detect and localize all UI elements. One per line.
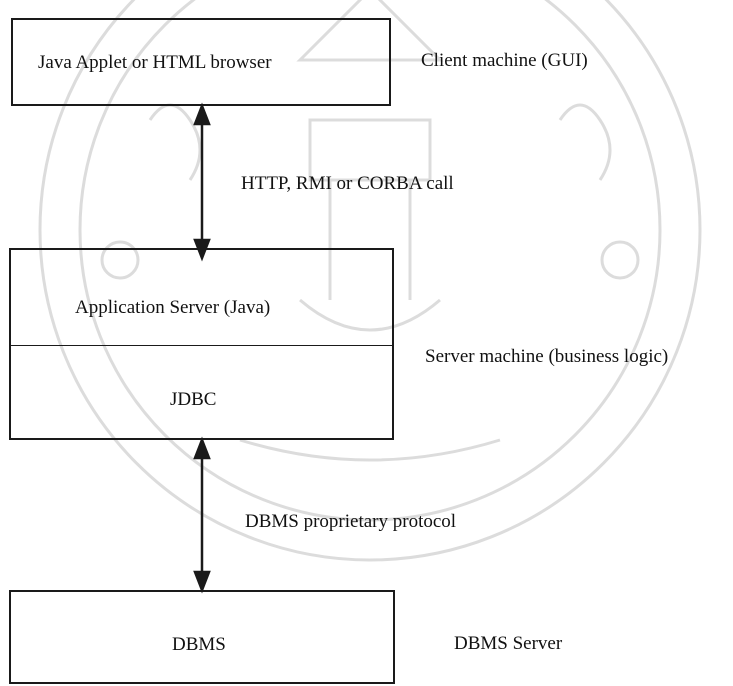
- arrowhead-up-icon: [193, 102, 211, 126]
- client-box-label: Java Applet or HTML browser: [38, 52, 272, 73]
- client-caption: Client machine (GUI): [421, 50, 588, 71]
- client-box: Java Applet or HTML browser: [11, 18, 391, 106]
- link-server-db-label: DBMS proprietary protocol: [245, 511, 457, 532]
- jdbc-label: JDBC: [170, 389, 217, 410]
- arrowhead-down-icon: [193, 570, 211, 594]
- dbms-caption: DBMS Server: [454, 633, 563, 654]
- server-box-divider: [11, 345, 392, 346]
- link-client-server-label: HTTP, RMI or CORBA call: [241, 173, 454, 194]
- application-server-label: Application Server (Java): [75, 297, 271, 318]
- dbms-box-label: DBMS: [172, 634, 226, 655]
- server-box: Application Server (Java) JDBC: [9, 248, 394, 440]
- arrowhead-up-icon: [193, 436, 211, 460]
- server-caption: Server machine (business logic): [425, 346, 669, 367]
- dbms-box: DBMS: [9, 590, 395, 684]
